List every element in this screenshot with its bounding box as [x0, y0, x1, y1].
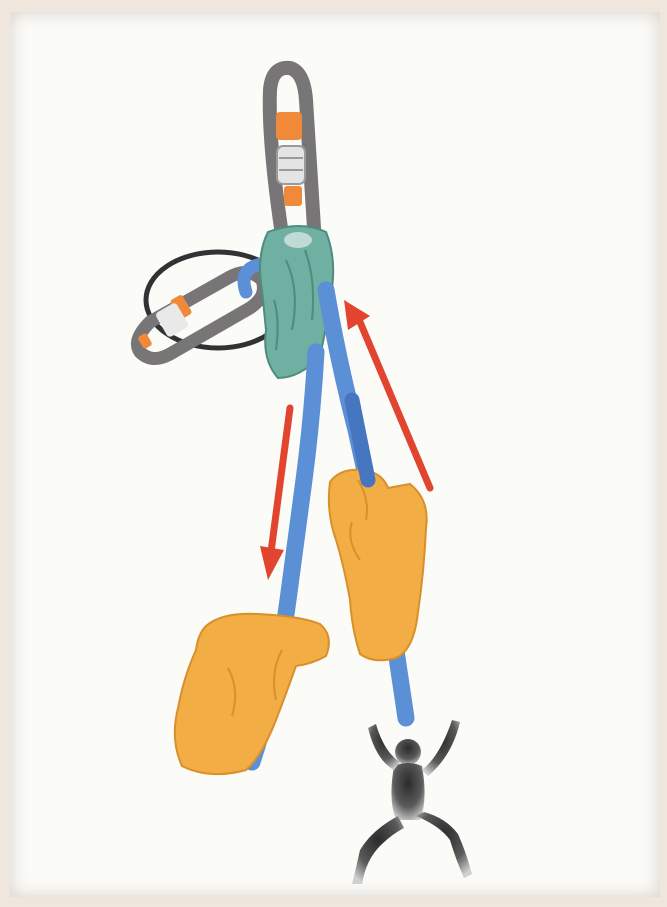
guide-hand — [329, 470, 427, 661]
locking-carabiner — [270, 68, 314, 248]
arrow-down — [260, 408, 290, 580]
brake-hand — [175, 614, 329, 774]
climber-figure — [352, 720, 472, 884]
